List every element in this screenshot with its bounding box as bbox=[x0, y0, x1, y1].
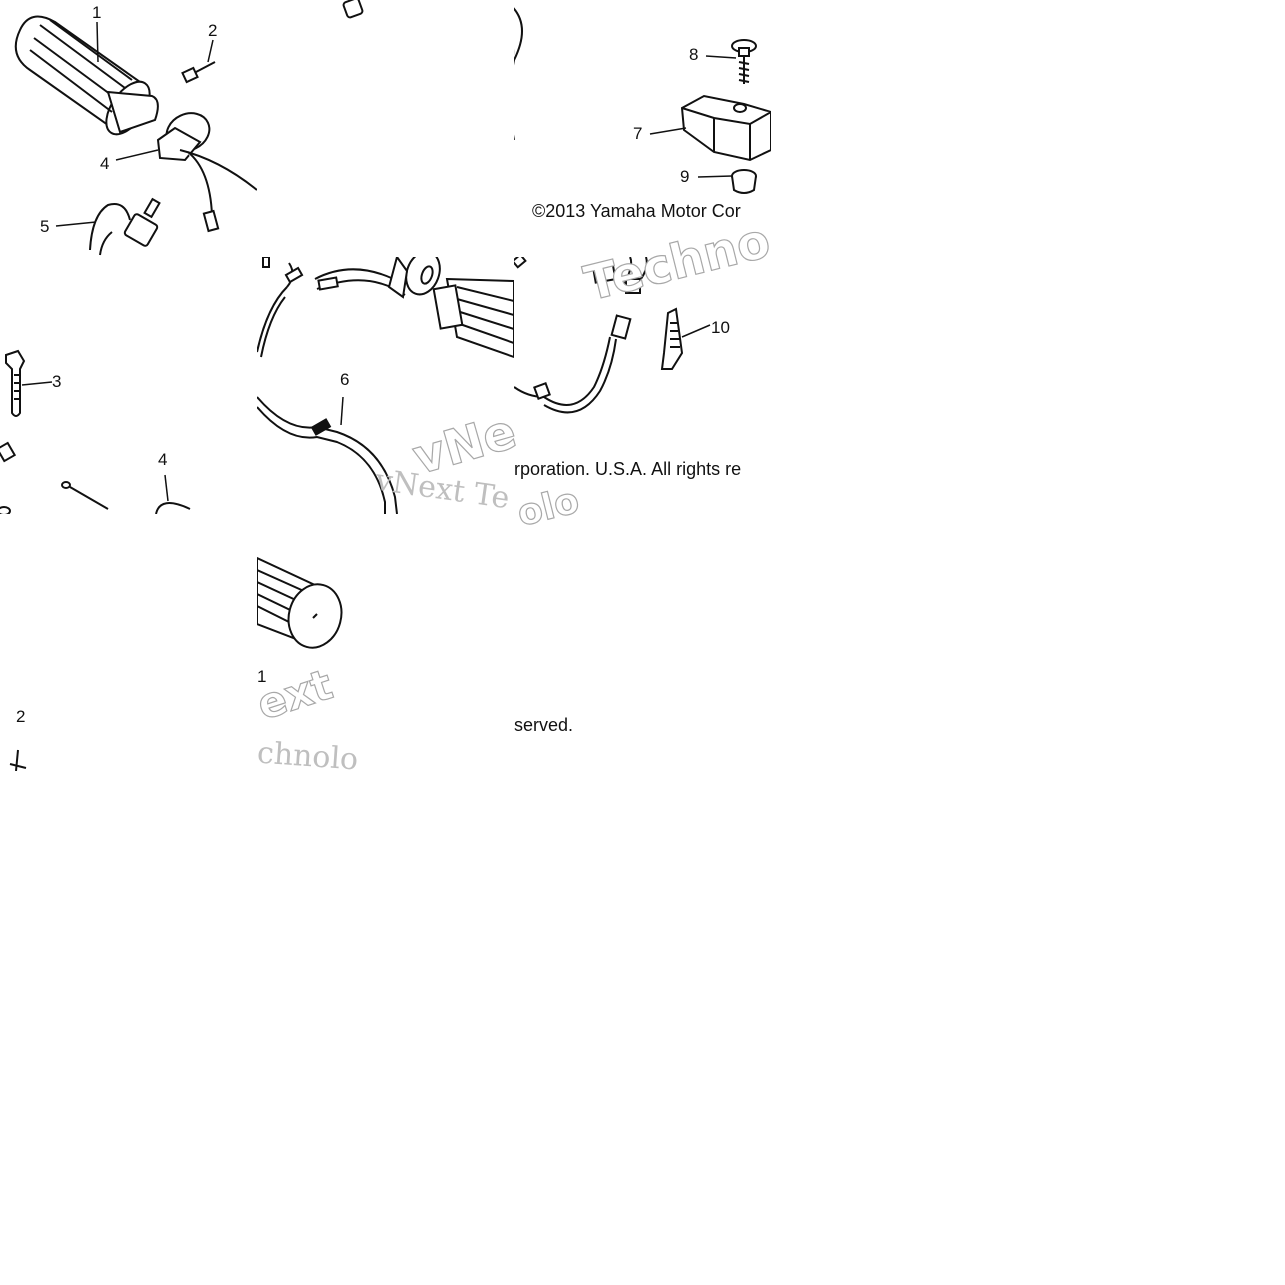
leader-lines bbox=[56, 22, 213, 226]
holder-edge-icon bbox=[156, 503, 190, 514]
grip-icon bbox=[257, 558, 348, 654]
leader-lines bbox=[650, 56, 736, 177]
grip-icon bbox=[16, 17, 159, 142]
diagram-tile-connectors: 10 rporation. U.S.A. All rights re bbox=[514, 257, 771, 514]
nut-icon bbox=[343, 0, 364, 18]
callout-1: 1 bbox=[92, 3, 102, 22]
callout-6: 6 bbox=[340, 370, 350, 389]
grip-assembly-drawing bbox=[0, 0, 257, 257]
switch-holder-icon bbox=[158, 106, 257, 231]
connector-icon bbox=[593, 261, 616, 282]
diagram-tile-bottom-left: 2 bbox=[0, 514, 257, 771]
callout-5: 5 bbox=[40, 217, 50, 236]
callout-10: 10 bbox=[711, 318, 730, 337]
terminal-icon bbox=[286, 268, 302, 282]
cable-band-icon bbox=[6, 351, 24, 416]
callout-4-lower: 4 bbox=[158, 450, 168, 469]
cap-icon bbox=[732, 170, 756, 193]
watermark-text: chnolo bbox=[257, 735, 360, 771]
callout-7: 7 bbox=[633, 124, 643, 143]
callout-8: 8 bbox=[689, 45, 699, 64]
copyright-line-2: rporation. U.S.A. All rights re bbox=[514, 459, 742, 479]
screw-icon bbox=[10, 750, 26, 771]
diagram-tile-grip-assembly: 1 2 4 5 bbox=[0, 0, 257, 257]
terminal-icon bbox=[318, 277, 337, 289]
screw-icon bbox=[182, 62, 215, 82]
bolt-icon bbox=[732, 40, 756, 84]
callout-1-lower: 1 bbox=[257, 667, 267, 686]
connector-icon bbox=[612, 316, 631, 339]
copyright-line-1: ©2013 Yamaha Motor Cor bbox=[532, 201, 741, 221]
diagram-tile-bands: 3 4 bbox=[0, 257, 257, 514]
diagram-tile-harness: 6 vNext Te bbox=[257, 257, 514, 514]
cable-tie-icon bbox=[662, 309, 682, 369]
connector-icon bbox=[626, 279, 640, 293]
coupler-icon bbox=[682, 96, 771, 160]
diagram-tile-copyright-end: served. bbox=[514, 514, 771, 771]
diagram-tile-grip-end: 1 ext chnolo bbox=[257, 514, 514, 771]
cable-icon bbox=[514, 0, 522, 140]
diagram-tile-connector-parts: 8 7 9 ©2013 Yamaha Motor Cor bbox=[514, 0, 771, 257]
callout-9: 9 bbox=[680, 167, 690, 186]
clip-icon bbox=[0, 443, 15, 461]
callout-2-lower: 2 bbox=[16, 707, 26, 726]
diagram-tile-blank-top bbox=[257, 0, 514, 257]
switch-icon bbox=[90, 199, 159, 255]
callout-2: 2 bbox=[208, 21, 218, 40]
callout-3: 3 bbox=[52, 372, 62, 391]
copyright-line-3: served. bbox=[514, 715, 574, 735]
callout-4: 4 bbox=[100, 154, 110, 173]
